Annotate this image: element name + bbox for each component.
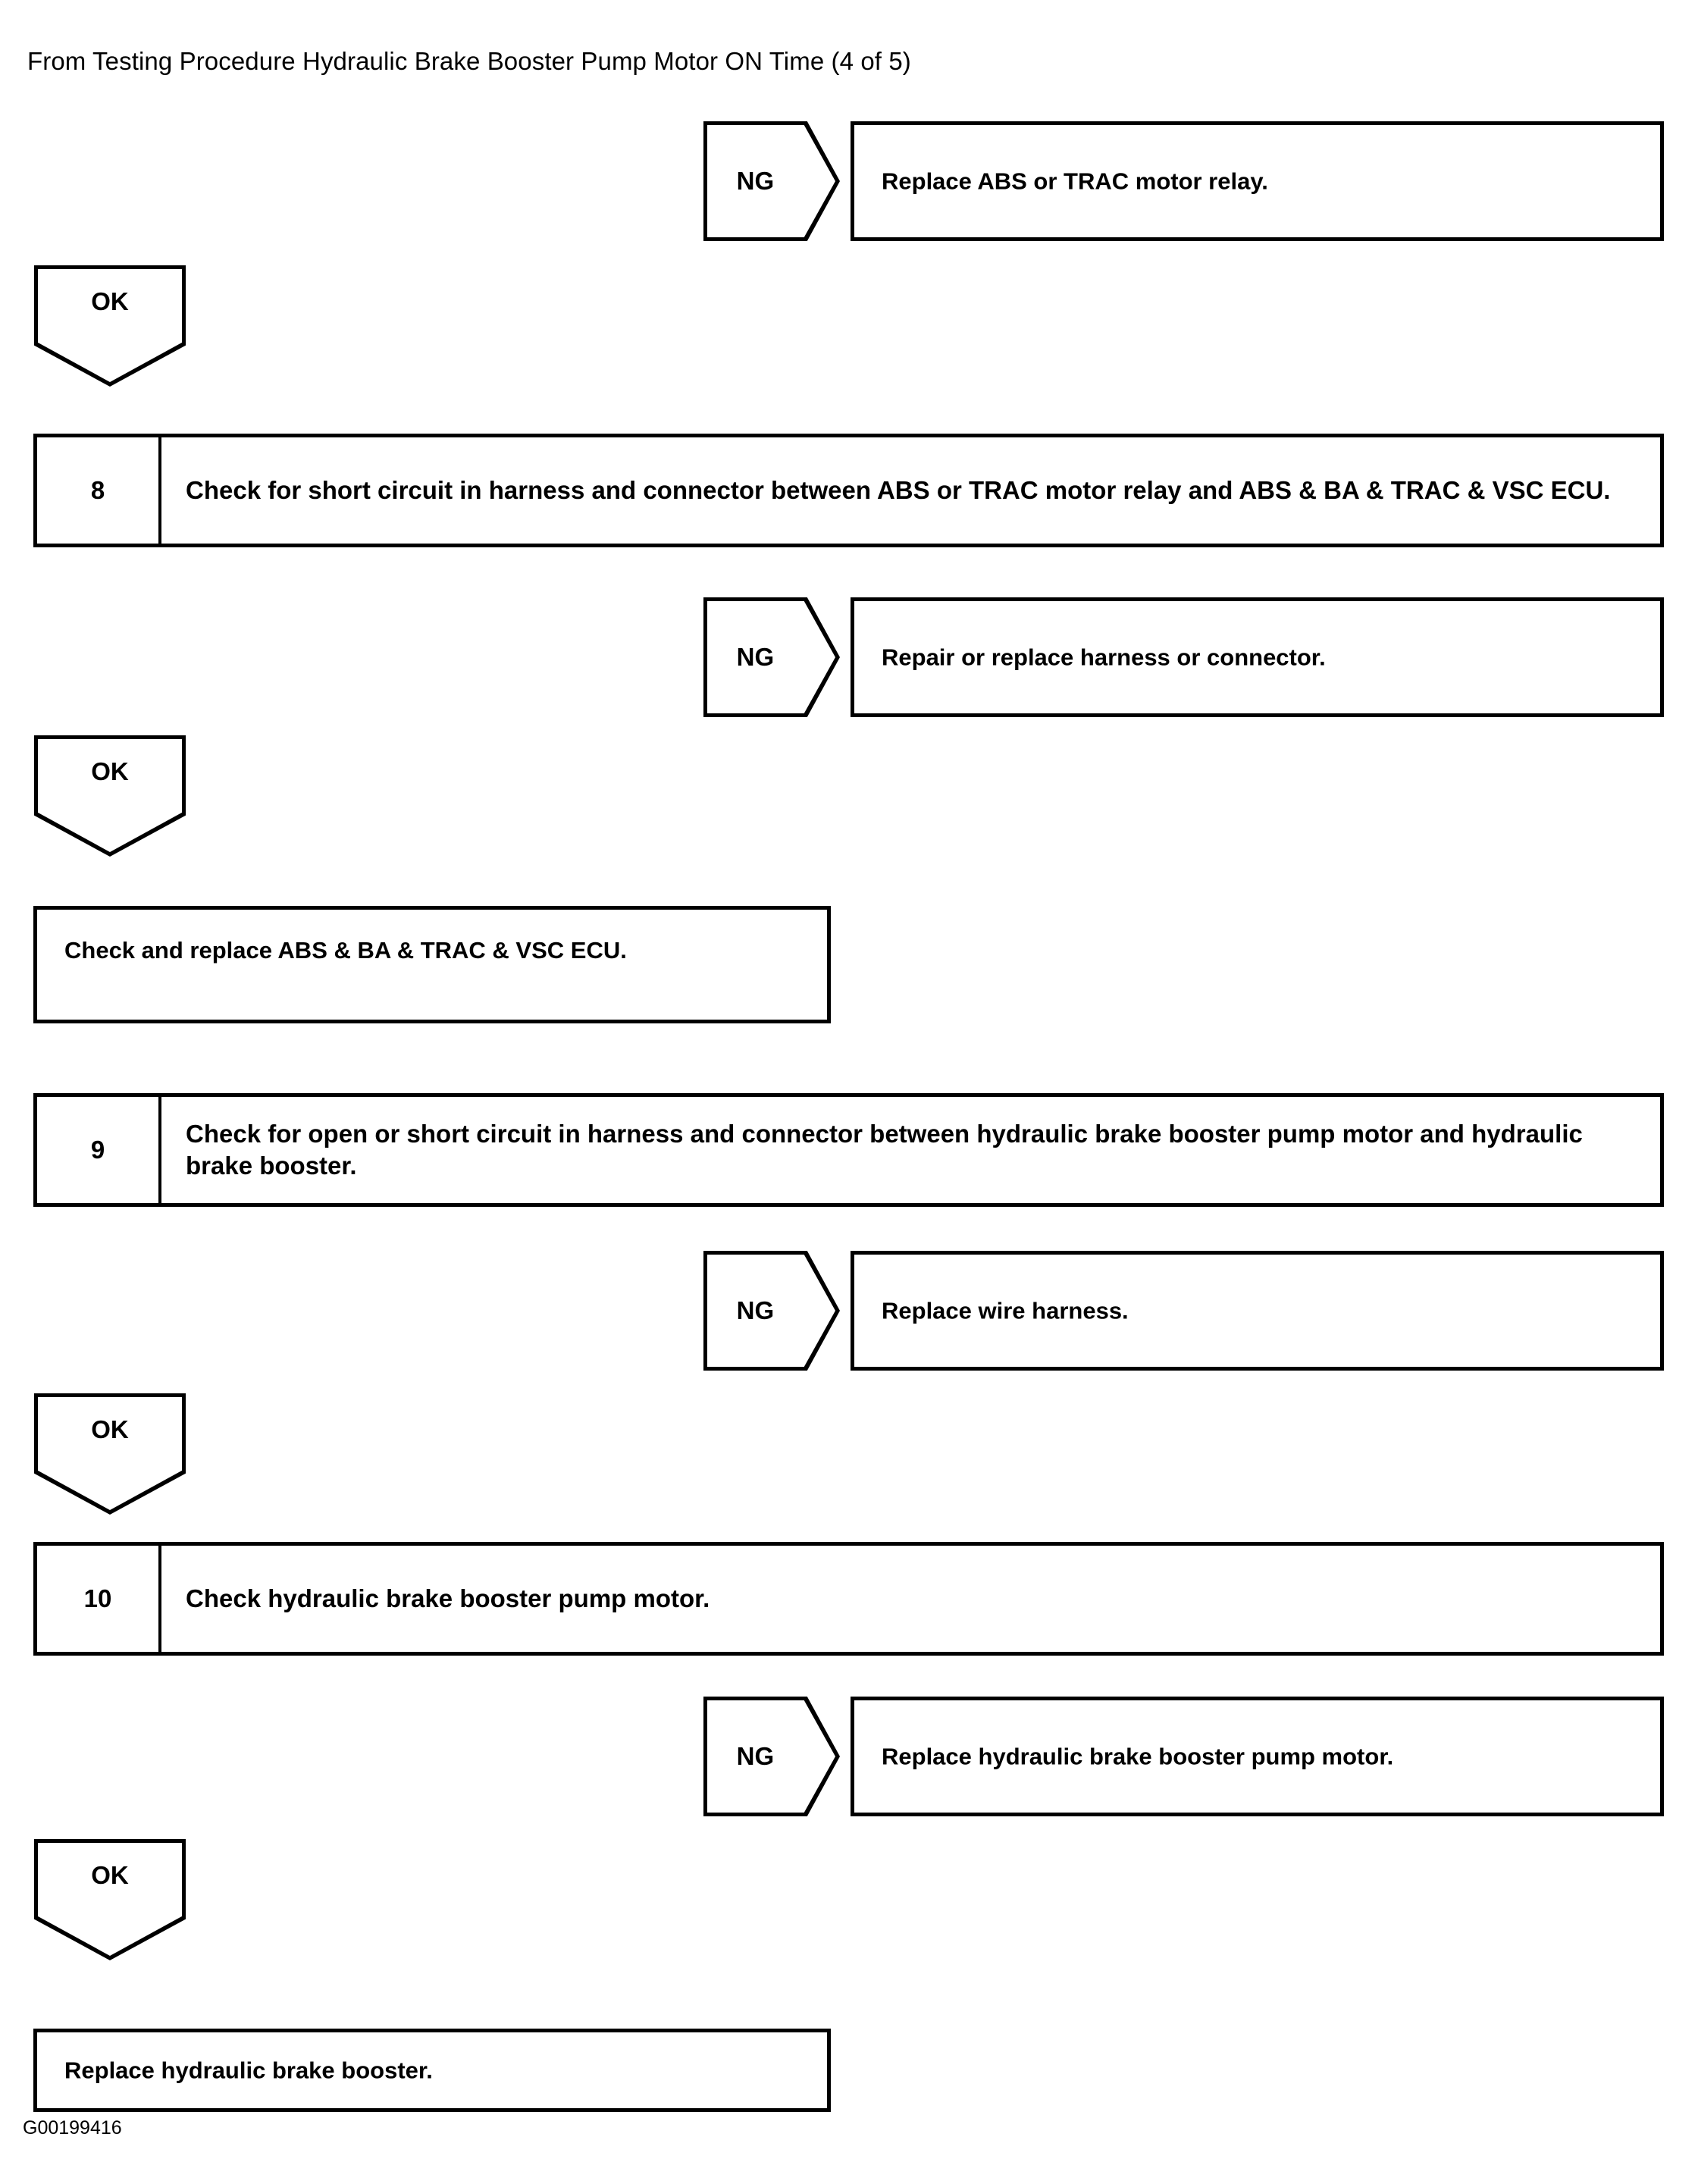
- ng-badge-1-label: NG: [736, 167, 775, 195]
- step-box-10: 10 Check hydraulic brake booster pump mo…: [33, 1542, 1664, 1656]
- step-box-9: 9 Check for open or short circuit in har…: [33, 1093, 1664, 1207]
- ok-badge-4: OK: [34, 1839, 186, 1960]
- ng-badge-3-fill: [707, 1255, 835, 1367]
- action-box-check-replace-ecu: Check and replace ABS & BA & TRAC & VSC …: [33, 906, 831, 1023]
- ng-badge-4: NG: [703, 1697, 840, 1816]
- ok-badge-2: OK: [34, 735, 186, 857]
- ok-badge-1-fill: [38, 269, 182, 382]
- ng-badge-2: NG: [703, 597, 840, 717]
- ok-badge-1: OK: [34, 265, 186, 387]
- step-number-8: 8: [37, 437, 161, 544]
- step-body-9: Check for open or short circuit in harne…: [161, 1097, 1660, 1203]
- ng-badge-1-fill: [707, 125, 835, 237]
- result-box-text: Replace wire harness.: [882, 1297, 1129, 1324]
- ng-badge-1: NG: [703, 121, 840, 241]
- step-text-9: Check for open or short circuit in harne…: [186, 1119, 1583, 1180]
- step-text-8: Check for short circuit in harness and c…: [186, 475, 1611, 504]
- step-body-8: Check for short circuit in harness and c…: [161, 437, 1660, 544]
- ng-badge-2-fill: [707, 601, 835, 713]
- ok-badge-2-fill: [38, 739, 182, 852]
- ng-badge-3-label: NG: [736, 1296, 775, 1324]
- result-box-text: Replace ABS or TRAC motor relay.: [882, 168, 1268, 195]
- ng-badge-3: NG: [703, 1251, 840, 1371]
- action-box-replace-hydraulic-brake-booster: Replace hydraulic brake booster.: [33, 2029, 831, 2112]
- ok-badge-3: OK: [34, 1393, 186, 1515]
- figure-reference-code: G00199416: [23, 2117, 122, 2139]
- step-text-10: Check hydraulic brake booster pump motor…: [186, 1584, 710, 1612]
- result-box-replace-hydraulic-brake-booster-pump-motor: Replace hydraulic brake booster pump mot…: [851, 1697, 1664, 1816]
- ng-badge-4-fill: [707, 1700, 835, 1813]
- ok-badge-4-label: OK: [91, 1861, 129, 1889]
- ok-badge-1-label: OK: [91, 287, 129, 315]
- step-box-8: 8 Check for short circuit in harness and…: [33, 434, 1664, 547]
- ok-badge-2-label: OK: [91, 757, 129, 785]
- result-box-replace-wire-harness: Replace wire harness.: [851, 1251, 1664, 1371]
- action-box-text: Check and replace ABS & BA & TRAC & VSC …: [64, 937, 627, 964]
- ng-badge-2-label: NG: [736, 643, 775, 671]
- result-box-repair-replace-harness-connector: Repair or replace harness or connector.: [851, 597, 1664, 717]
- page-title: From Testing Procedure Hydraulic Brake B…: [27, 47, 911, 75]
- result-box-text: Repair or replace harness or connector.: [882, 644, 1326, 671]
- ok-badge-3-label: OK: [91, 1415, 129, 1443]
- step-number-9: 9: [37, 1097, 161, 1203]
- step-body-10: Check hydraulic brake booster pump motor…: [161, 1546, 1660, 1652]
- step-number-10: 10: [37, 1546, 161, 1652]
- ok-badge-3-fill: [38, 1397, 182, 1510]
- ng-badge-4-label: NG: [736, 1742, 775, 1770]
- result-box-text: Replace hydraulic brake booster pump mot…: [882, 1743, 1394, 1770]
- result-box-replace-abs-trac-motor-relay: Replace ABS or TRAC motor relay.: [851, 121, 1664, 241]
- ok-badge-4-fill: [38, 1843, 182, 1956]
- action-box-text: Replace hydraulic brake booster.: [64, 2057, 433, 2084]
